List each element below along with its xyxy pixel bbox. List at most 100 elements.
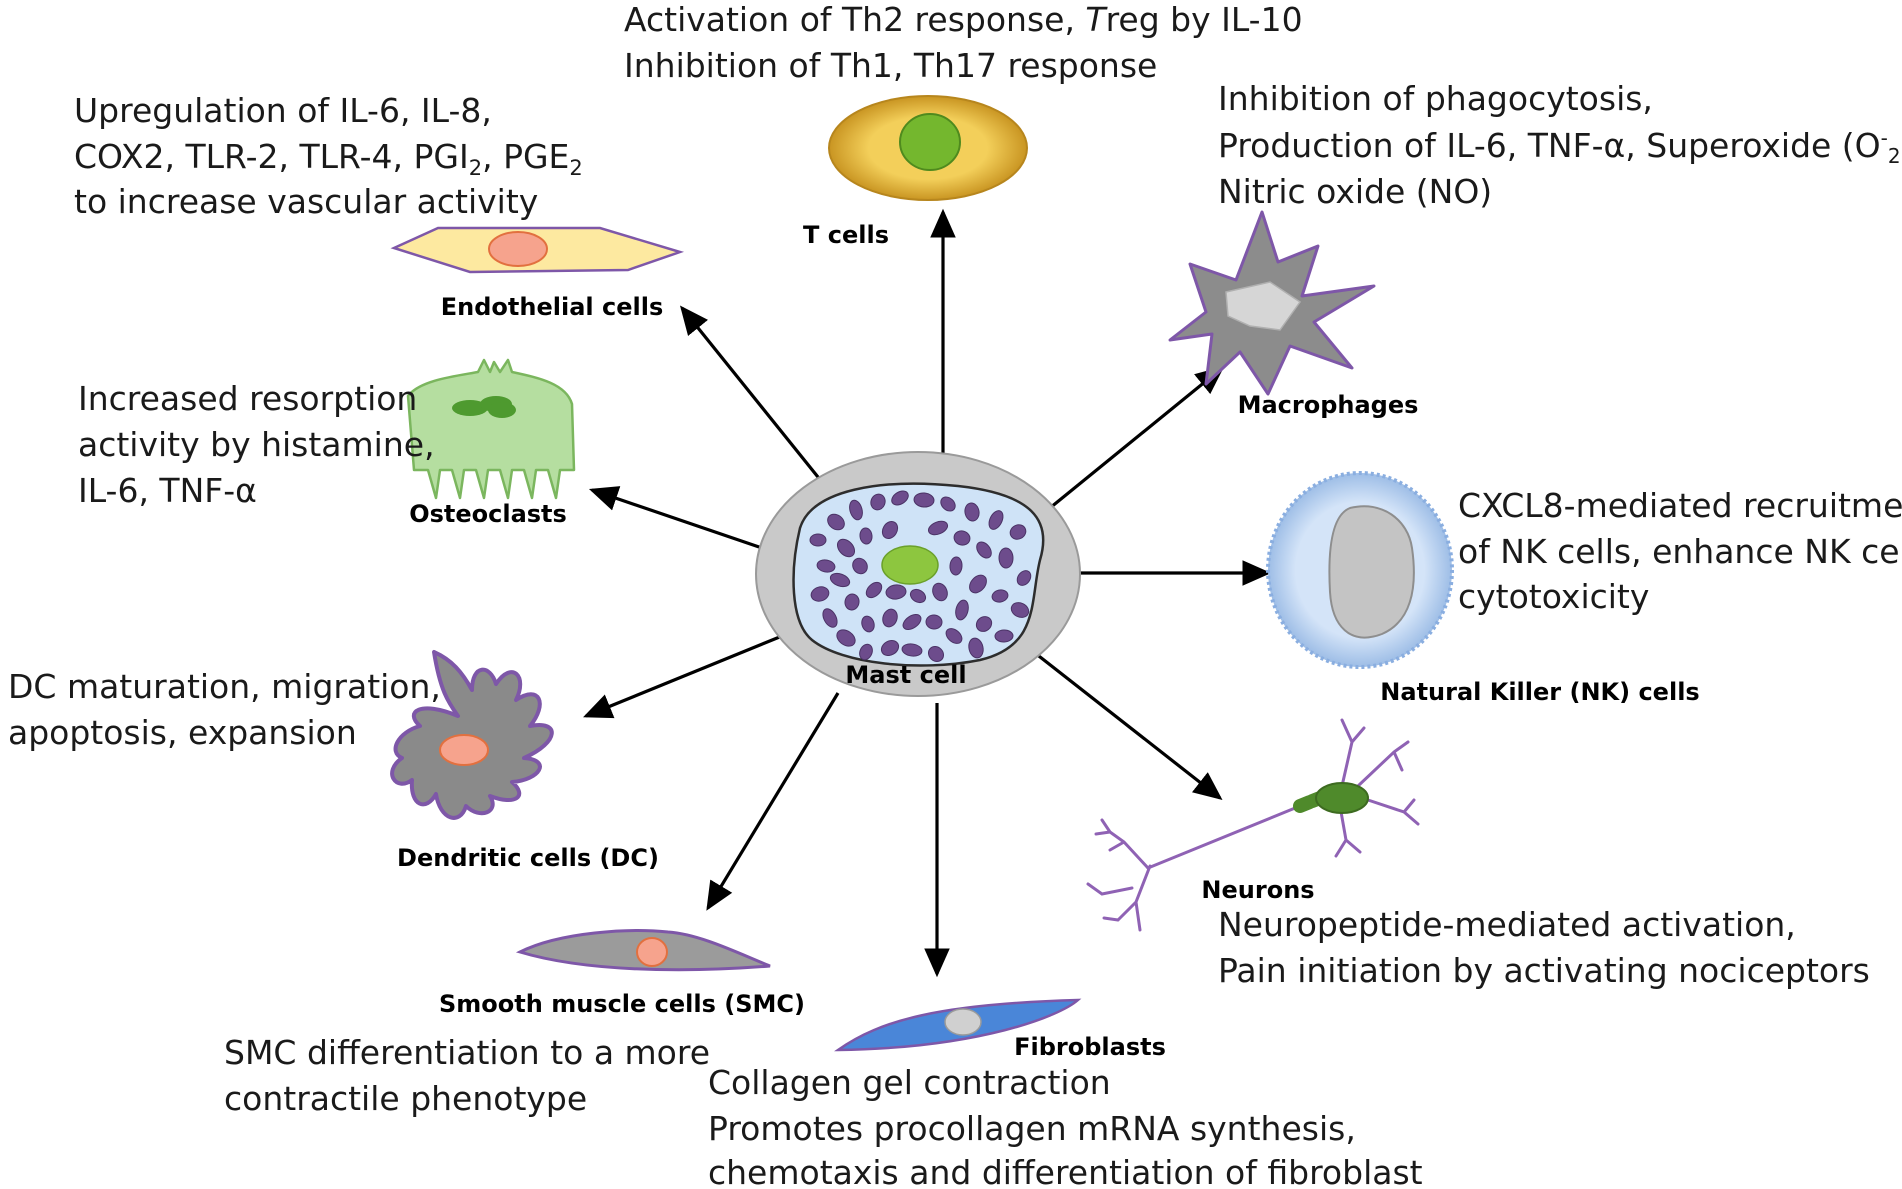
granule xyxy=(836,629,856,647)
granule xyxy=(822,608,838,628)
granule xyxy=(816,559,836,573)
endothelial-label: Endothelial cells xyxy=(441,293,663,321)
arrow-to-neurons xyxy=(1034,651,1223,800)
smooth-muscle-cells: Smooth muscle cells (SMC) SMC differenti… xyxy=(224,929,805,1118)
granule xyxy=(829,572,851,588)
macrophages-description-1: Inhibition of phagocytosis, xyxy=(1218,79,1653,118)
fibroblast-nucleus xyxy=(944,1008,982,1036)
osteoclasts-description-2: activity by histamine, xyxy=(78,425,435,464)
fibroblasts-description-3: chemotaxis and differentiation of fibrob… xyxy=(708,1153,1423,1189)
granule xyxy=(870,493,886,511)
osteoclasts-description-1: Increased resorption xyxy=(78,379,417,418)
endothelial-description-2: COX2, TLR-2, TLR-4, PGI2, PGE2 xyxy=(74,137,583,180)
nk-description-1: CXCL8-mediated recruitment xyxy=(1458,486,1902,525)
granule xyxy=(964,502,980,522)
t-cell-nucleus xyxy=(899,113,961,171)
granule xyxy=(865,581,883,599)
granule xyxy=(859,527,873,545)
granule xyxy=(810,586,830,602)
granule xyxy=(827,513,845,531)
fibroblasts-label: Fibroblasts xyxy=(1014,1033,1166,1061)
nk-cells-label: Natural Killer (NK) cells xyxy=(1380,678,1699,706)
neurons-description-1: Neuropeptide-mediated activation, xyxy=(1218,905,1796,944)
neurons-label: Neurons xyxy=(1201,876,1314,904)
granule xyxy=(809,533,827,547)
dendritic-description-2: apoptosis, expansion xyxy=(8,713,357,752)
osteoclasts-label: Osteoclasts xyxy=(409,500,567,528)
macrophages-description-2: Production of IL-6, TNF-α, Superoxide (O… xyxy=(1218,126,1902,168)
granule xyxy=(994,629,1014,643)
dendritic-label: Dendritic cells (DC) xyxy=(397,844,659,872)
t-cells-description-2: Inhibition of Th1, Th17 response xyxy=(624,46,1157,85)
granule xyxy=(891,490,909,506)
dendritic-description-1: DC maturation, migration, xyxy=(8,667,441,706)
smc-nucleus xyxy=(636,937,668,967)
neurons-description-2: Pain initiation by activating nociceptor… xyxy=(1218,951,1870,990)
arrow-to-dendritic xyxy=(583,634,783,719)
granule xyxy=(849,499,863,521)
arrow-to-endothelial xyxy=(679,305,832,494)
granule xyxy=(885,584,907,600)
granule xyxy=(859,643,873,661)
nk-description-2: of NK cells, enhance NK cell xyxy=(1458,532,1902,571)
granule xyxy=(969,574,987,594)
granule xyxy=(932,582,948,602)
granule xyxy=(955,599,969,621)
arrow-to-osteoclasts xyxy=(588,486,763,550)
nk-description-3: cytotoxicity xyxy=(1458,577,1649,616)
smc-description-2: contractile phenotype xyxy=(224,1079,587,1118)
t-cells-description: Activation of Th2 response, Treg by IL-1… xyxy=(624,0,1303,39)
macrophages: Macrophages Inhibition of phagocytosis, … xyxy=(1168,79,1902,419)
granule xyxy=(927,645,945,663)
granule xyxy=(913,492,935,508)
fibroblasts: Fibroblasts Collagen gel contraction Pro… xyxy=(708,998,1423,1189)
osteoclasts: Osteoclasts Increased resorption activit… xyxy=(78,358,576,528)
granule xyxy=(998,547,1014,569)
dc-nucleus xyxy=(439,734,489,766)
mast-cell: Mast cell xyxy=(755,451,1081,697)
granule xyxy=(975,616,993,632)
granule xyxy=(909,588,927,604)
granule xyxy=(902,614,922,630)
granule xyxy=(901,643,923,657)
smc-label: Smooth muscle cells (SMC) xyxy=(439,990,805,1018)
granule xyxy=(1010,602,1030,618)
arrows xyxy=(583,208,1272,978)
t-cells: T cells Activation of Th2 response, Treg… xyxy=(624,0,1303,249)
t-cells-label: T cells xyxy=(803,221,889,249)
endothelial-cells: Endothelial cells Upregulation of IL-6, … xyxy=(74,91,685,321)
granule xyxy=(945,628,963,644)
neuron-soma xyxy=(1315,782,1369,814)
granule xyxy=(1009,524,1027,540)
endothelial-description-3: to increase vascular activity xyxy=(74,182,538,221)
granule xyxy=(1016,570,1032,586)
endothelial-nucleus xyxy=(488,231,548,267)
granule xyxy=(852,557,868,575)
neurons: Neurons Neuropeptide-mediated activation… xyxy=(1086,718,1870,990)
macrophages-description-3: Nitric oxide (NO) xyxy=(1218,172,1492,211)
granule xyxy=(844,593,860,611)
granule xyxy=(836,538,856,558)
granule xyxy=(882,608,898,628)
dendritic-cells: Dendritic cells (DC) DC maturation, migr… xyxy=(8,650,659,872)
endothelial-description-1: Upregulation of IL-6, IL-8, xyxy=(74,91,492,130)
arrow-to-macrophages xyxy=(1043,365,1225,514)
granule xyxy=(953,530,971,546)
granule xyxy=(968,637,984,659)
granule xyxy=(949,556,963,576)
granule xyxy=(976,541,992,559)
granule xyxy=(880,639,900,657)
mast-nucleus xyxy=(881,545,939,585)
fibroblasts-description-2: Promotes procollagen mRNA synthesis, xyxy=(708,1109,1356,1148)
nk-cells: Natural Killer (NK) cells CXCL8-mediated… xyxy=(1266,471,1902,706)
smc-description-1: SMC differentiation to a more xyxy=(224,1033,710,1072)
granule xyxy=(925,614,943,630)
fibroblasts-description-1: Collagen gel contraction xyxy=(708,1063,1111,1102)
granule xyxy=(940,496,956,512)
osteoclasts-description-3: IL-6, TNF-α xyxy=(78,471,257,510)
granules xyxy=(809,490,1032,663)
granule xyxy=(881,520,899,540)
granule xyxy=(991,589,1009,603)
granule xyxy=(927,520,949,536)
